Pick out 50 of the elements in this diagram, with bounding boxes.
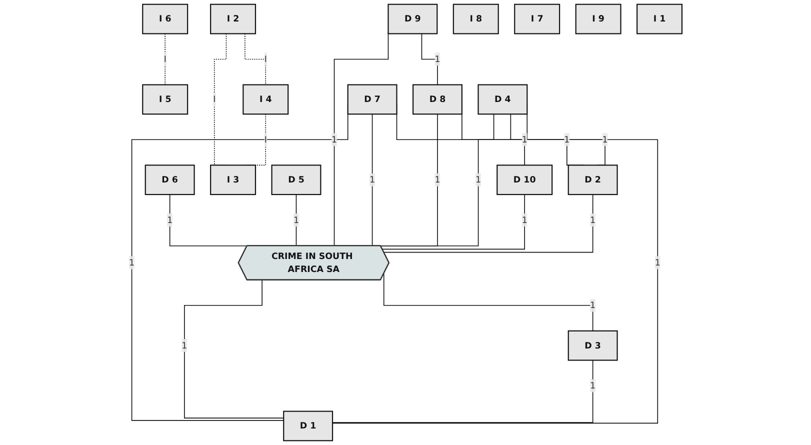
edge-label: 1 bbox=[522, 214, 528, 225]
edge-label: 1 bbox=[590, 214, 596, 225]
connector bbox=[244, 33, 266, 86]
edge-label: 1 bbox=[434, 54, 440, 64]
edge-label: 1 bbox=[331, 134, 338, 145]
connector bbox=[382, 194, 525, 250]
edge-label: I bbox=[264, 54, 267, 64]
edge-label: 1 bbox=[370, 174, 376, 185]
edge-label: I bbox=[213, 94, 216, 104]
node-box: D 5 bbox=[271, 164, 322, 196]
connector bbox=[214, 33, 227, 166]
node-box: D 7 bbox=[347, 84, 398, 115]
node-box: I 1 bbox=[636, 4, 682, 34]
edge-label: 1 bbox=[654, 257, 660, 268]
node-box: D 4 bbox=[478, 84, 528, 115]
node-box: I 4 bbox=[242, 84, 289, 115]
connector bbox=[184, 280, 284, 418]
connector bbox=[510, 114, 525, 166]
node-box: I 7 bbox=[514, 4, 560, 34]
node-box: I 5 bbox=[142, 84, 188, 115]
node-box: D 1 bbox=[283, 410, 334, 442]
edge-label: I bbox=[164, 54, 166, 64]
node-box: I 9 bbox=[575, 4, 622, 34]
node-box: D 10 bbox=[496, 164, 553, 196]
edge-label: I bbox=[264, 134, 267, 145]
connector bbox=[383, 273, 594, 332]
edge-label: 1 bbox=[434, 174, 440, 185]
edge-label: 1 bbox=[476, 174, 482, 185]
edge-label: 1 bbox=[590, 300, 596, 310]
connector bbox=[380, 114, 494, 246]
node-box: I 2 bbox=[210, 4, 256, 34]
edge-label: 1 bbox=[129, 257, 135, 268]
edge-label: 1 bbox=[522, 134, 528, 145]
connector bbox=[383, 194, 594, 253]
edge-label: 1 bbox=[167, 214, 173, 225]
node-box: I 3 bbox=[210, 164, 256, 196]
node-box: D 9 bbox=[388, 4, 438, 34]
node-box: I 8 bbox=[452, 4, 499, 34]
node-box: D 6 bbox=[144, 164, 195, 196]
edge-label: 1 bbox=[602, 134, 608, 145]
node-box: D 8 bbox=[412, 84, 462, 115]
node-box: D 2 bbox=[568, 164, 618, 196]
edge-label: 1 bbox=[293, 214, 300, 225]
edge-label: 1 bbox=[182, 340, 188, 350]
connector bbox=[332, 360, 594, 423]
node-box: D 3 bbox=[568, 330, 618, 361]
edge-label: 1 bbox=[590, 380, 596, 391]
connector bbox=[421, 33, 438, 86]
edge-label: 1 bbox=[564, 134, 570, 145]
node-box: I 6 bbox=[142, 4, 188, 34]
